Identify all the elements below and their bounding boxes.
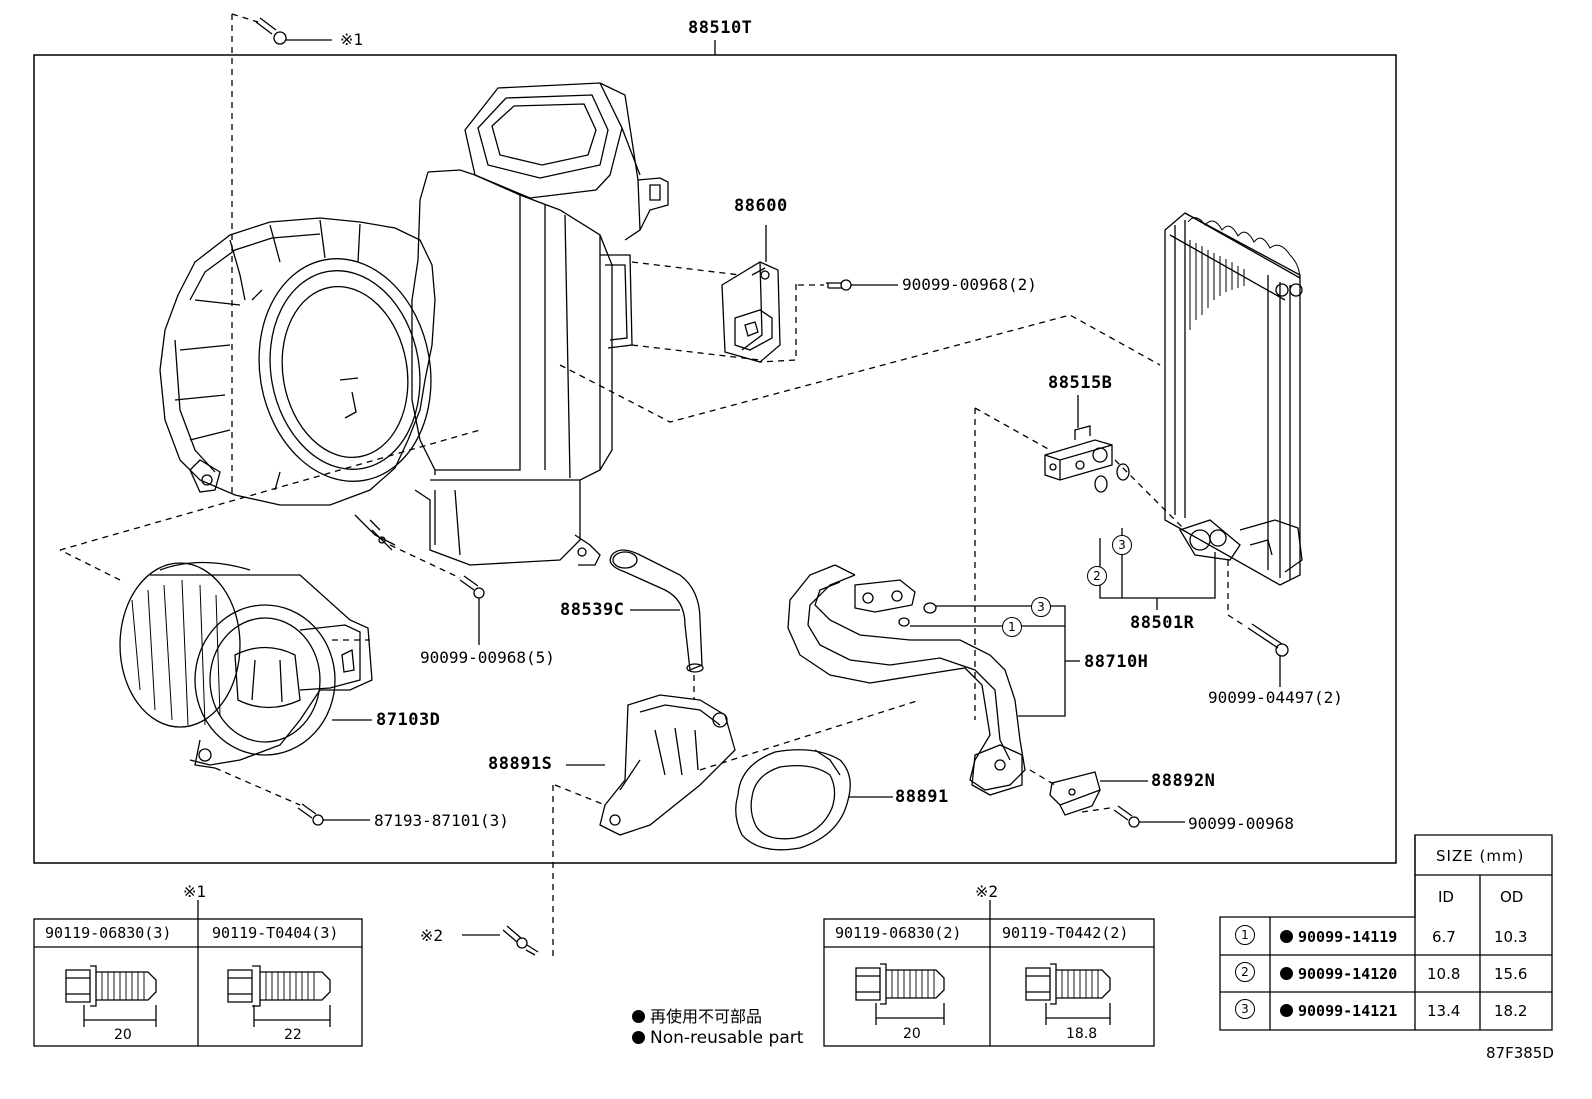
size-row-1-od: 10.3 — [1494, 928, 1528, 946]
ref-mark-2-screw: ※2 — [420, 926, 444, 945]
size-row-2-id: 10.8 — [1427, 965, 1461, 983]
packing-illustration — [735, 749, 851, 851]
non-reusable-dot-icon — [1280, 1004, 1293, 1017]
non-reusable-dot-icon — [632, 1031, 645, 1044]
size-row-3-od: 18.2 — [1494, 1002, 1528, 1020]
size-table-title: SIZE (mm) — [1436, 847, 1525, 865]
ring-mark-3-valve: 3 — [1112, 535, 1132, 555]
non-reusable-dot-icon — [1280, 930, 1293, 943]
bolt-table-left-ref: ※1 — [183, 882, 207, 901]
callout-clamp[interactable]: 88892N — [1151, 771, 1216, 791]
size-row-2-od: 15.6 — [1494, 965, 1528, 983]
callout-drain[interactable]: 88891S — [488, 754, 553, 774]
diagram-code: 87F385D — [1486, 1044, 1554, 1062]
bolt-right-part-1[interactable]: 90119-06830(2) — [835, 924, 962, 942]
ring-mark-3-tube: 3 — [1031, 597, 1051, 617]
non-reusable-dot-icon — [632, 1010, 645, 1023]
size-row-2-part[interactable]: 90099-14120 — [1280, 965, 1397, 983]
size-row-3-id: 13.4 — [1427, 1002, 1461, 1020]
bolt-drawing-1 — [65, 965, 157, 1027]
size-row-1-id: 6.7 — [1432, 928, 1456, 946]
evaporator-illustration — [1164, 212, 1303, 586]
bolt-right-length-2: 18.8 — [1066, 1026, 1098, 1042]
hose-illustration — [609, 549, 704, 673]
callout-resistor[interactable]: 88600 — [734, 196, 788, 216]
callout-screw-resistor[interactable]: 90099-00968(2) — [902, 275, 1037, 294]
callout-screw-case[interactable]: 90099-00968(5) — [420, 648, 555, 667]
legend-jp: 再使用不可部品 — [632, 1003, 762, 1027]
callout-evaporator[interactable]: 88501R — [1130, 613, 1195, 633]
size-row-2-mark: 2 — [1235, 962, 1255, 982]
size-table-header-od: OD — [1500, 888, 1524, 906]
size-row-1-part-text: 90099-14119 — [1298, 928, 1398, 946]
callout-screw-clamp[interactable]: 90099-00968 — [1188, 814, 1294, 833]
cooler-tube-illustration — [787, 564, 1026, 796]
legend-en: Non-reusable part — [632, 1028, 803, 1048]
size-row-1-mark: 1 — [1235, 925, 1255, 945]
callout-blower-motor[interactable]: 87103D — [376, 710, 441, 730]
bolt-left-length-2: 22 — [284, 1027, 302, 1043]
ring-mark-1-tube: 1 — [1002, 617, 1022, 637]
callout-screw-evaporator[interactable]: 90099-04497(2) — [1208, 688, 1343, 707]
legend-jp-text: 再使用不可部品 — [650, 1007, 763, 1026]
size-row-3-part[interactable]: 90099-14121 — [1280, 1002, 1397, 1020]
expansion-valve-illustration — [1044, 425, 1113, 481]
callout-screw-blower[interactable]: 87193-87101(3) — [374, 811, 509, 830]
bolt-right-part-2[interactable]: 90119-T0442(2) — [1002, 924, 1129, 942]
clamp-illustration — [1049, 771, 1101, 816]
callout-hose[interactable]: 88539C — [560, 600, 625, 620]
assembly-label[interactable]: 88510T — [688, 18, 753, 38]
size-table-grid — [1219, 834, 1553, 1031]
size-row-2-part-text: 90099-14120 — [1298, 965, 1398, 983]
ref-mark-1-top: ※1 — [340, 30, 364, 49]
bolt-table-right — [823, 918, 1155, 1047]
non-reusable-dot-icon — [1280, 967, 1293, 980]
bolt-right-length-1: 20 — [903, 1026, 921, 1042]
size-row-1-part[interactable]: 90099-14119 — [1280, 928, 1397, 946]
callout-cooler-tube[interactable]: 88710H — [1084, 652, 1149, 672]
size-table-header-id: ID — [1438, 888, 1454, 906]
legend-en-text: Non-reusable part — [650, 1028, 804, 1048]
callout-expansion-valve[interactable]: 88515B — [1048, 373, 1113, 393]
bolt-left-length-1: 20 — [114, 1027, 132, 1043]
bolt-left-part-1[interactable]: 90119-06830(3) — [45, 924, 172, 942]
bolt-drawing-3 — [855, 963, 945, 1025]
size-row-3-mark: 3 — [1235, 999, 1255, 1019]
drain-illustration — [599, 694, 736, 836]
resistor-illustration — [721, 261, 781, 363]
blower-case-illustration — [159, 82, 669, 566]
bolt-drawing-4 — [1025, 963, 1111, 1025]
size-row-3-part-text: 90099-14121 — [1298, 1002, 1398, 1020]
bolt-table-right-ref: ※2 — [975, 882, 999, 901]
blower-motor-illustration — [119, 561, 373, 769]
assembly-frame — [33, 54, 1397, 864]
bolt-left-part-2[interactable]: 90119-T0404(3) — [212, 924, 339, 942]
ring-mark-2-valve: 2 — [1087, 566, 1107, 586]
callout-packing[interactable]: 88891 — [895, 787, 949, 807]
bolt-drawing-2 — [227, 965, 331, 1027]
